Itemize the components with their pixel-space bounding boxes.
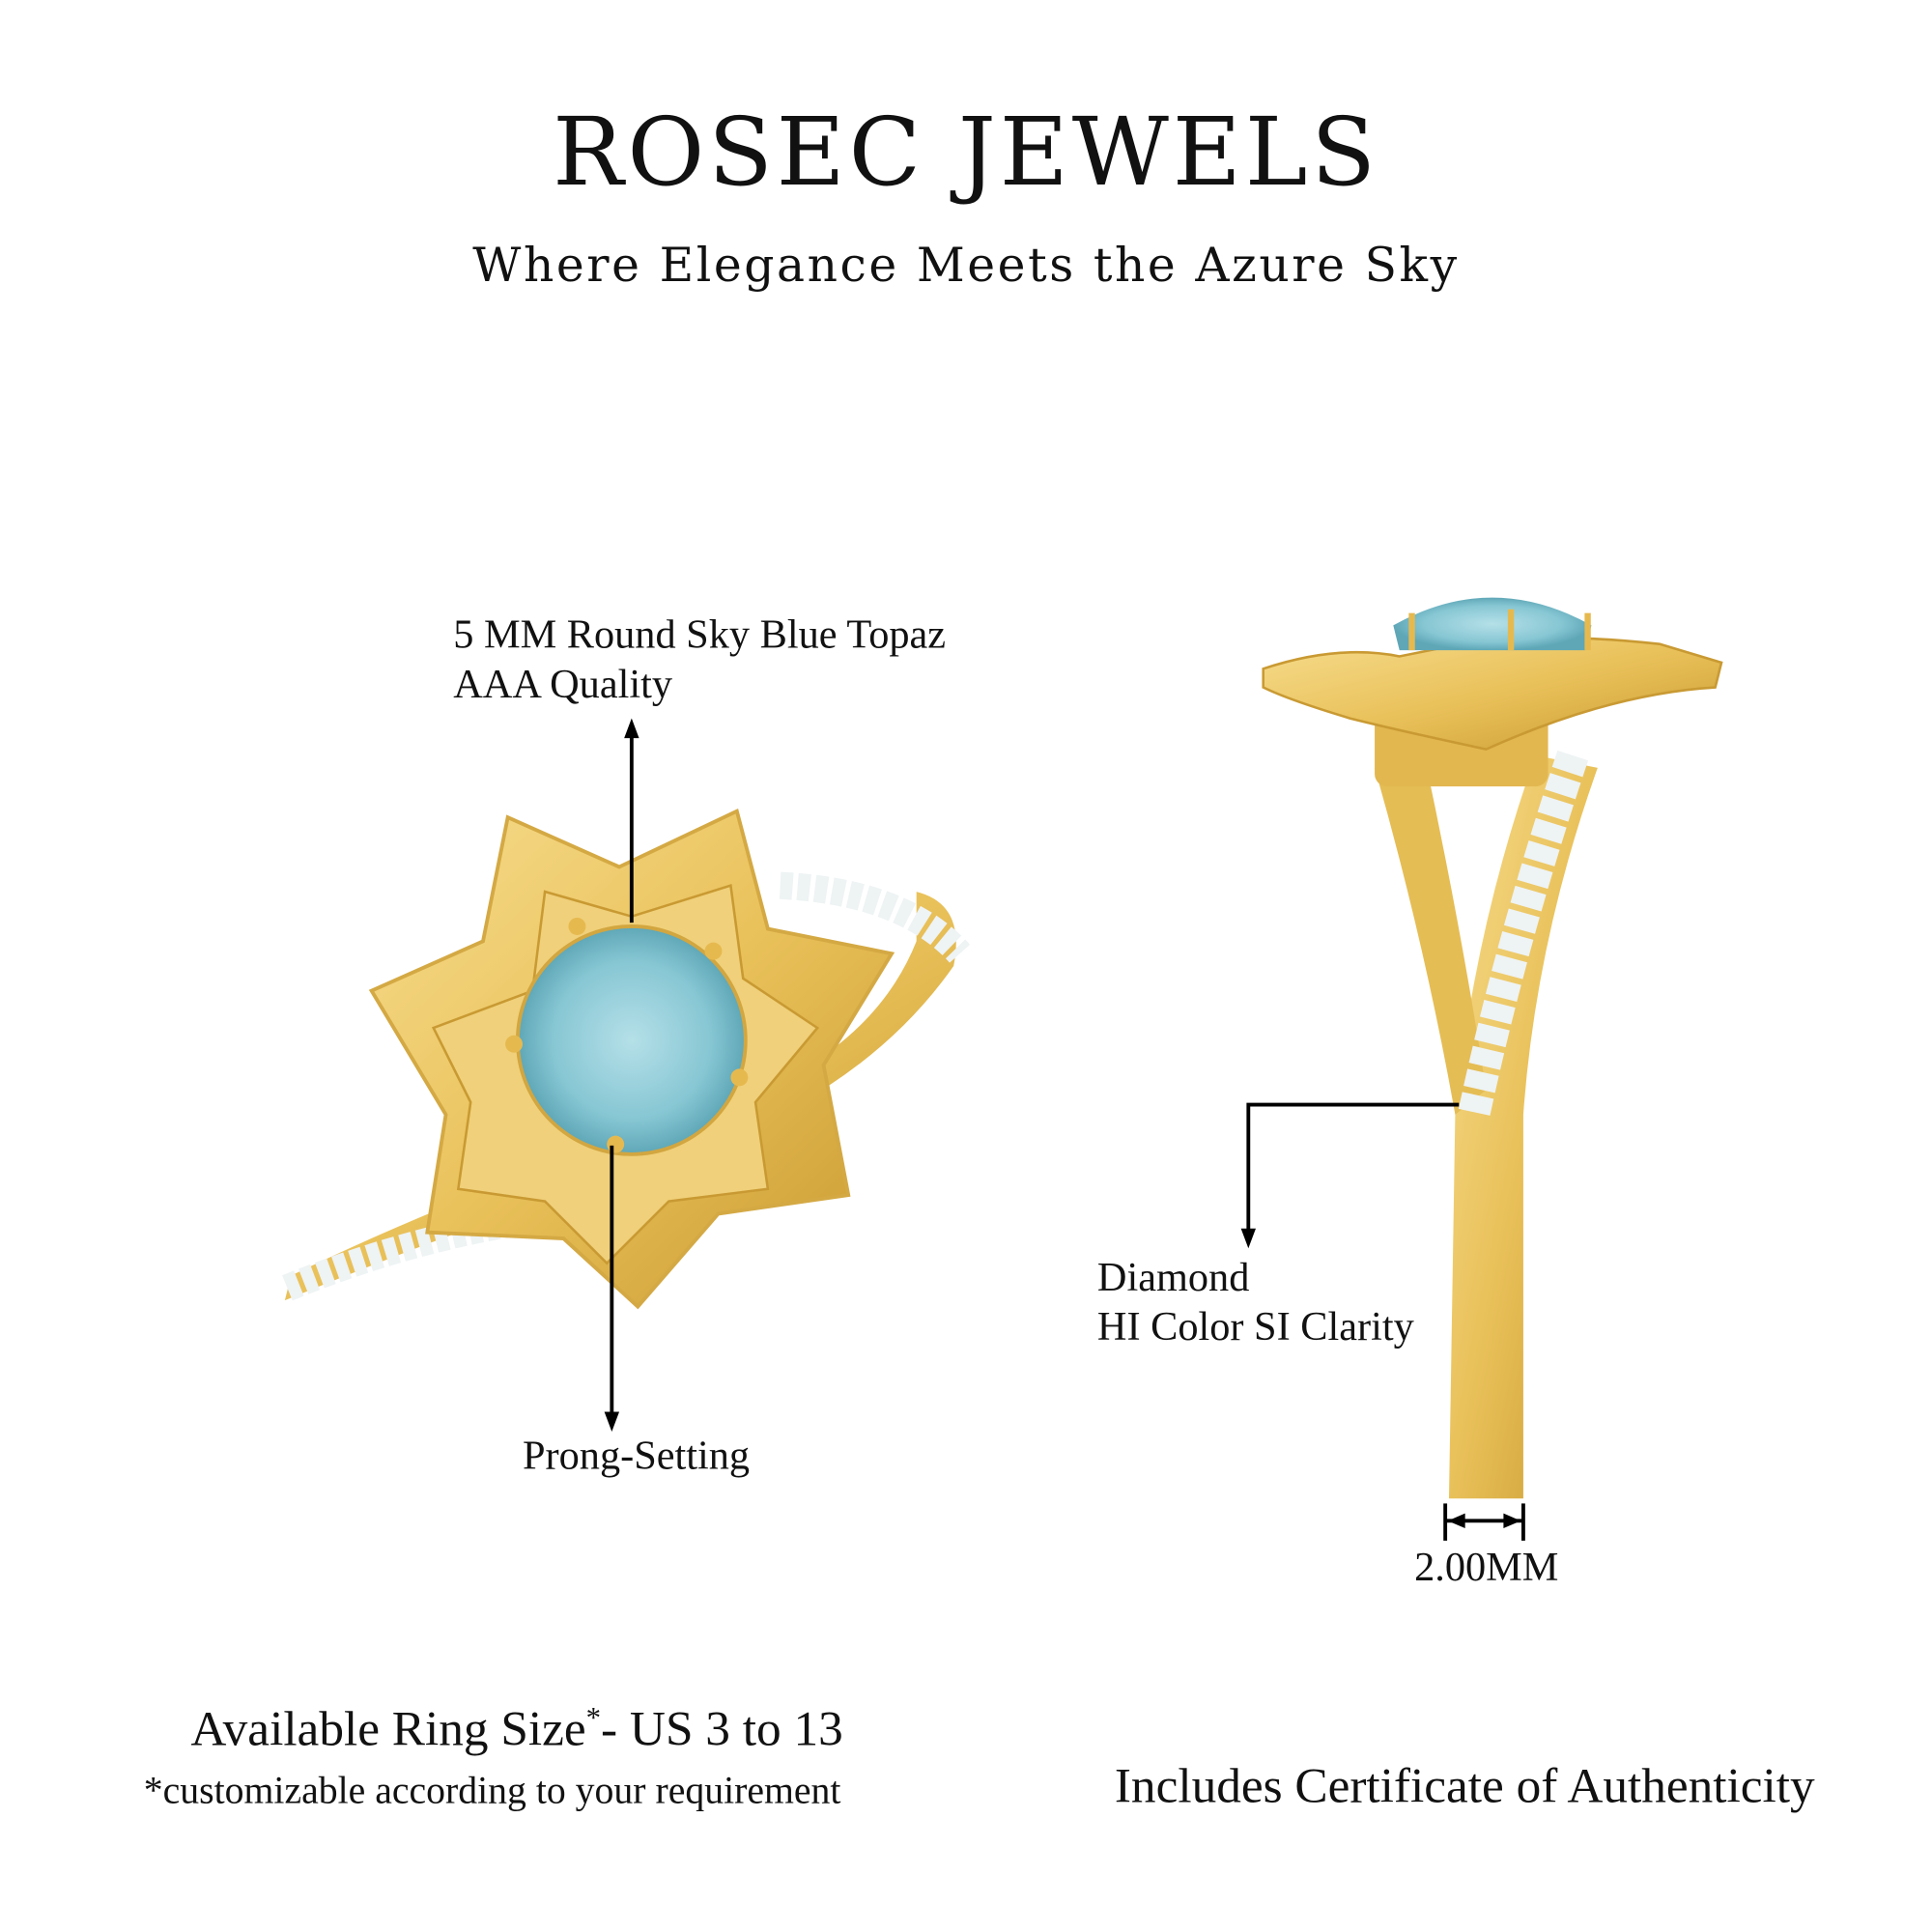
gemstone-quality: AAA Quality	[453, 662, 673, 708]
gemstone-callout: 5 MM Round Sky Blue Topaz AAA Quality	[453, 611, 946, 710]
arrow-left-icon	[1447, 1513, 1465, 1529]
diamond-quality: HI Color SI Clarity	[1096, 1305, 1414, 1350]
customizable-note: *customizable according to your requirem…	[143, 1768, 841, 1812]
band-width-label: 2.00MM	[1414, 1545, 1559, 1591]
arrow-up-icon	[624, 718, 639, 739]
brand-title: ROSEC JEWELS	[553, 96, 1379, 208]
arrow-right-icon	[1503, 1513, 1521, 1529]
ring-size-value: - US 3 to 13	[601, 1700, 843, 1756]
arrow-heads	[604, 718, 1521, 1529]
ring-side-view	[1262, 597, 1723, 1499]
asterisk: *	[585, 1702, 602, 1735]
tagline: Where Elegance Meets the Azure Sky	[472, 238, 1460, 293]
ring-size-info: Available Ring Size*- US 3 to 13	[190, 1699, 842, 1757]
setting-callout: Prong-Setting	[523, 1434, 751, 1479]
ring-size-label: Available Ring Size	[190, 1700, 586, 1756]
arrow-down-icon	[1240, 1228, 1256, 1249]
diamond-callout: Diamond HI Color SI Clarity	[1097, 1253, 1414, 1352]
gemstone-spec: 5 MM Round Sky Blue Topaz	[453, 612, 947, 658]
arrow-down-icon	[604, 1411, 620, 1433]
ring-top-view	[282, 809, 971, 1310]
diamond-label: Diamond	[1096, 1255, 1250, 1301]
certificate-note: Includes Certificate of Authenticity	[1114, 1757, 1815, 1813]
